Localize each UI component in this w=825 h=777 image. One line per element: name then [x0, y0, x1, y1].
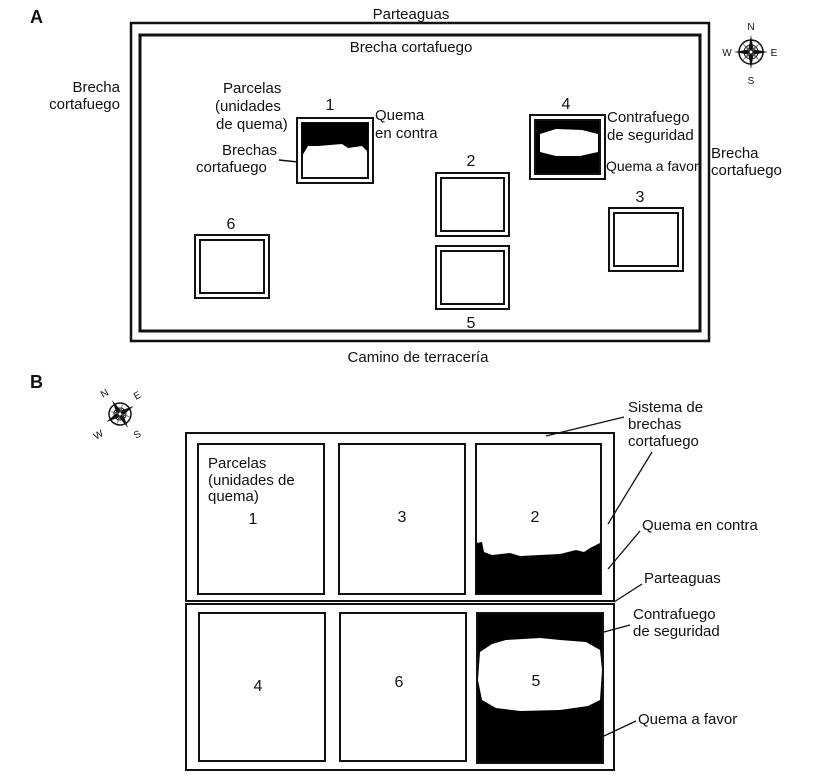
compass-n: N [747, 22, 754, 33]
watershed-b-label: Parteaguas [644, 570, 721, 587]
plot-number-1: 1 [326, 97, 335, 114]
backfire-label-2: en contra [375, 125, 438, 142]
plot-4 [529, 114, 606, 180]
left-firebreak-label-2: cortafuego [49, 96, 120, 113]
plot-b-5 [476, 612, 604, 764]
safety-b-label-1: Contrafuego [633, 606, 716, 623]
compass-b-s: S [132, 429, 144, 442]
plot-1 [296, 117, 374, 184]
firebreaks-pointer [278, 159, 299, 163]
firebreaks-label-1: Brechas [222, 142, 277, 159]
plot-b-6 [339, 612, 467, 762]
backfire-b-label: Quema en contra [642, 517, 759, 534]
system-label-3: cortafuego [628, 433, 699, 450]
plot-number-4: 4 [562, 96, 571, 113]
plot-2 [435, 172, 510, 237]
right-firebreak-label-2: cortafuego [711, 162, 782, 179]
dirt-road-label: Camino de terracería [348, 349, 490, 366]
plot-b-number-3: 3 [398, 509, 407, 526]
left-firebreak-label-1: Brecha [72, 79, 120, 96]
compass-s: S [748, 76, 755, 87]
watershed-label: Parteaguas [373, 6, 450, 23]
safety-b-label-2: de seguridad [633, 623, 720, 640]
plot-number-5: 5 [467, 315, 476, 332]
right-firebreak-label-1: Brecha [711, 145, 759, 162]
plots-b-label-3: quema) [208, 488, 259, 505]
plots-label-1: Parcelas [223, 80, 281, 97]
plot-b-3 [338, 443, 466, 595]
firebreak-block-bottom [185, 603, 615, 771]
plot-b-2 [475, 443, 602, 595]
plots-label-3: de quema) [216, 116, 288, 133]
inner-firebreak [138, 33, 702, 333]
plot-b-number-1: 1 [249, 511, 258, 528]
plot-6 [194, 234, 270, 299]
leader-lines [545, 416, 653, 737]
plot-b-4 [198, 612, 326, 762]
compass-rose-icon [734, 35, 768, 69]
headfire-label: Quema a favor [606, 158, 699, 174]
plot-b-number-5: 5 [532, 673, 541, 690]
plot-3 [608, 207, 684, 272]
plots-label-2: (unidades [215, 98, 281, 115]
compass-b-n: N [99, 387, 111, 400]
plot-b-1 [197, 443, 325, 595]
plot-b-number-4: 4 [254, 678, 263, 695]
plots-b-label-2: (unidades de [208, 472, 295, 489]
firebreaks-label-2: cortafuego [196, 159, 267, 176]
backfire-label-1: Quema [375, 107, 425, 124]
inner-firebreak-label: Brecha cortafuego [350, 39, 473, 56]
plot-number-3: 3 [636, 189, 645, 206]
plot-number-2: 2 [467, 153, 476, 170]
headfire-b-label: Quema a favor [638, 711, 737, 728]
system-label-2: brechas [628, 416, 681, 433]
firebreak-block-top [185, 432, 615, 602]
safety-fire-label-1: Contrafuego [607, 109, 690, 126]
plots-b-label-1: Parcelas [208, 455, 266, 472]
compass-w: W [722, 48, 732, 59]
compass-e: E [771, 48, 778, 59]
safety-fire-label-2: de seguridad [607, 127, 694, 144]
panel-b-letter: B [30, 372, 43, 392]
compass-b-w: W [92, 428, 106, 443]
outer-boundary [129, 21, 711, 343]
compass-rose-icon [106, 400, 134, 428]
panel-a-letter: A [30, 7, 43, 27]
plot-b-number-6: 6 [395, 674, 404, 691]
plot-5 [435, 245, 510, 310]
compass-b-e: E [132, 390, 144, 403]
system-label-1: Sistema de [628, 399, 703, 416]
plot-b-number-2: 2 [531, 509, 540, 526]
plot-number-6: 6 [227, 216, 236, 233]
